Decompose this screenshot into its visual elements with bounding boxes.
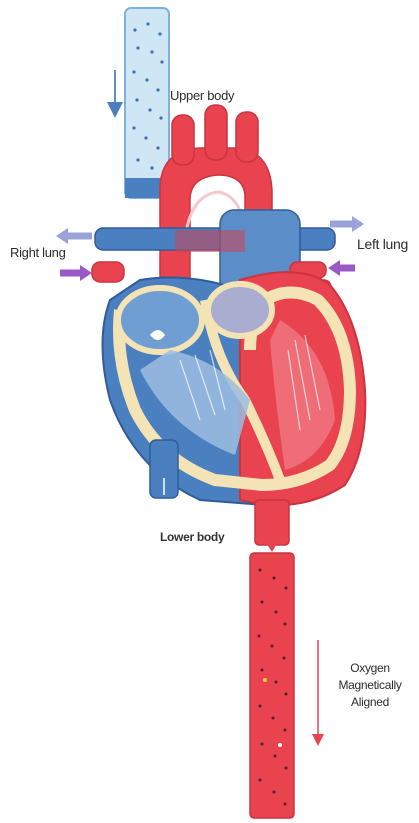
- oxygenated-blood-tube: [250, 553, 294, 818]
- superior-vena-cava-tube: [125, 8, 169, 198]
- right-lung-outflow-arrowhead: [56, 228, 68, 244]
- left-lung-label: Left lung: [357, 236, 408, 252]
- right-pulmonary-vein: [92, 262, 124, 282]
- lower-body-label: Lower body: [160, 530, 224, 544]
- oxygen-note-line-3: Aligned: [330, 694, 410, 711]
- upper-body-label: Upper body: [170, 88, 234, 103]
- oxygen-note-line-1: Oxygen: [330, 660, 410, 677]
- oxygen-note-label: Oxygen Magnetically Aligned: [330, 660, 410, 711]
- left-lung-outflow-arrowhead: [352, 216, 364, 232]
- right-lung-label: Right lung: [10, 245, 66, 260]
- right-lung-inflow-arrowhead: [80, 265, 92, 281]
- left-lung-inflow-arrowhead: [328, 260, 340, 276]
- oxygen-note-line-2: Magnetically: [330, 677, 410, 694]
- heart-body: [103, 272, 366, 505]
